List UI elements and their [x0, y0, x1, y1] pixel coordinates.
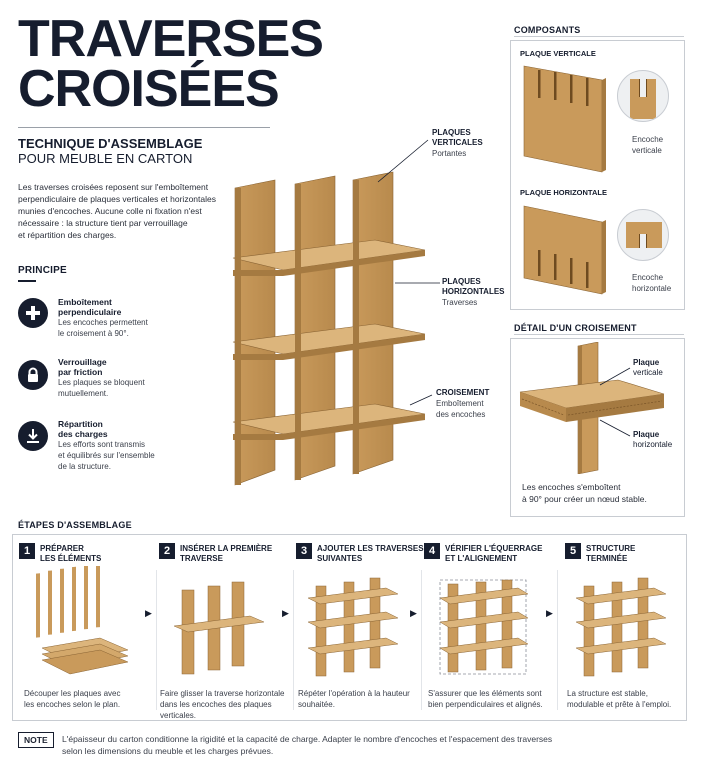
- subtitle: TECHNIQUE D'ASSEMBLAGE POUR MEUBLE EN CA…: [18, 136, 203, 166]
- principle-text-lock: Verrouillage par friction Les plaques se…: [58, 357, 145, 398]
- detail-horizontal-label: Plaque horizontale: [633, 430, 673, 449]
- page-title: TRAVERSES CROISÉES: [18, 10, 324, 118]
- components-divider: [514, 36, 684, 37]
- step-number: 4: [424, 543, 440, 559]
- step-number: 1: [19, 543, 35, 559]
- shelf-edge: [233, 334, 425, 360]
- step-description: Répéter l'opération à la hauteur souhait…: [298, 689, 410, 709]
- step-description: Faire glisser la traverse horizontale da…: [160, 689, 285, 720]
- step-title: PRÉPARER LES ÉLÉMENTS: [40, 544, 102, 563]
- callout-crossing: CROISEMENT Emboîtement des encoches: [436, 388, 490, 419]
- detail-vertical-label: Plaque verticale: [633, 358, 663, 377]
- vertical-notch-caption: Encoche verticale: [632, 135, 664, 155]
- panel-edge: [353, 180, 359, 474]
- step-divider: [293, 570, 294, 710]
- arrow-right-icon: ▶: [145, 608, 152, 618]
- step-number: 3: [296, 543, 312, 559]
- arrow-right-icon: ▶: [410, 608, 417, 618]
- callout-horizontal-plates: PLAQUES HORIZONTALES Traverses: [442, 277, 505, 307]
- step-4-image: [439, 579, 529, 675]
- intro-paragraph: Les traverses croisées reposent sur l'em…: [18, 182, 216, 240]
- principle-item-distribution: [18, 421, 48, 451]
- step-description: S'assurer que les éléments sont bien per…: [428, 689, 543, 709]
- panel-edge: [295, 184, 301, 480]
- principle-text-distribution: Répartition des charges Les efforts sont…: [58, 419, 155, 471]
- step-2-image: [173, 581, 265, 675]
- step-number: 5: [565, 543, 581, 559]
- shelf-edge: [233, 414, 425, 440]
- principle-heading: PRINCIPE: [18, 265, 67, 276]
- detail-divider: [514, 334, 684, 335]
- lock-icon: [18, 360, 48, 390]
- principle-underline: [18, 280, 36, 282]
- callout-vertical-plates: PLAQUES VERTICALES Portantes: [432, 128, 483, 158]
- arrow-right-icon: ▶: [282, 608, 289, 618]
- principle-item-interlock: [18, 298, 48, 328]
- horizontal-plate-label: PLAQUE HORIZONTALE: [520, 188, 607, 197]
- detail-caption: Les encoches s'emboîtent à 90° pour crée…: [522, 482, 647, 504]
- step-title: VÉRIFIER L'ÉQUERRAGE ET L'ALIGNEMENT: [445, 544, 543, 563]
- step-5-image: [575, 577, 667, 677]
- step-title: STRUCTURE TERMINÉE: [586, 544, 636, 563]
- shelf-illustration: [232, 171, 426, 486]
- vertical-notch-zoom: [617, 70, 669, 122]
- step-3-image: [307, 577, 399, 677]
- crossing-detail-image: [519, 342, 665, 474]
- arrow-right-icon: ▶: [546, 608, 553, 618]
- principle-text-interlock: Emboîtement perpendiculaire Les encoches…: [58, 297, 148, 338]
- step-1-image: [36, 566, 129, 675]
- horizontal-plate-image: [523, 205, 606, 295]
- title-divider: [18, 127, 270, 128]
- step-title: INSÉRER LA PREMIÈRE TRAVERSE: [180, 544, 273, 563]
- step-description: La structure est stable, modulable et pr…: [567, 689, 672, 709]
- step-description: Découper les plaques avec les encoches s…: [24, 689, 121, 709]
- horizontal-notch-zoom: [617, 209, 669, 261]
- horizontal-notch-caption: Encoche horizontale: [632, 273, 672, 293]
- note-label: NOTE: [18, 732, 54, 748]
- step-divider: [557, 570, 558, 710]
- note-text: L'épaisseur du carton conditionne la rig…: [62, 734, 553, 756]
- step-divider: [421, 570, 422, 710]
- step-divider: [156, 570, 157, 710]
- download-icon: [18, 421, 48, 451]
- step-number: 2: [159, 543, 175, 559]
- step-title: AJOUTER LES TRAVERSES SUIVANTES: [317, 544, 424, 563]
- principle-item-lock: [18, 360, 48, 390]
- plus-icon: [18, 298, 48, 328]
- steps-heading: ÉTAPES D'ASSEMBLAGE: [18, 520, 132, 530]
- shelf-edge: [233, 250, 425, 276]
- components-heading: COMPOSANTS: [514, 25, 581, 35]
- vertical-plate-image: [523, 65, 606, 173]
- panel-edge: [235, 188, 241, 485]
- vertical-plate-label: PLAQUE VERTICALE: [520, 49, 596, 58]
- detail-heading: DÉTAIL D'UN CROISEMENT: [514, 323, 637, 333]
